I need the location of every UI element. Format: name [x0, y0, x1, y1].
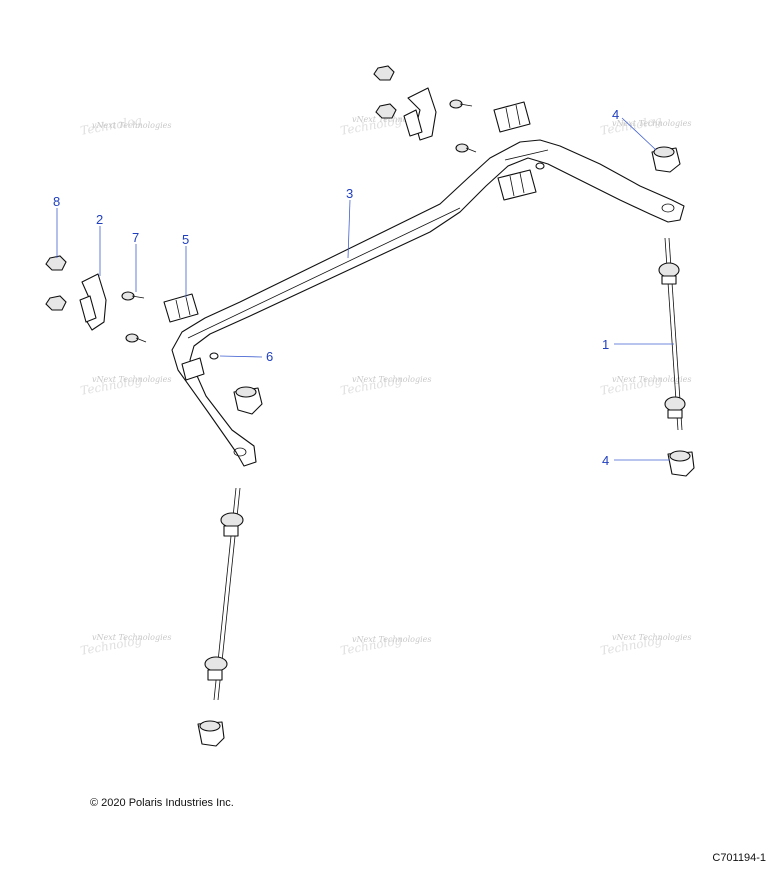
bushing-left	[163, 293, 199, 323]
end-link-left	[204, 487, 244, 701]
nut-top-b	[375, 103, 397, 119]
leader-lines	[56, 117, 674, 461]
nut-left-a	[45, 255, 67, 271]
bolt-top-b	[455, 143, 477, 153]
clip-top	[535, 162, 545, 170]
bushing-cup-center	[233, 386, 263, 415]
clamp-bracket-left	[79, 273, 107, 331]
bushing-top	[493, 101, 531, 133]
watermark: vNext Technologies	[612, 375, 691, 384]
watermark: vNext Technologies	[612, 633, 691, 642]
clamp-bracket-top	[403, 87, 437, 141]
watermark: vNext Technologies	[92, 375, 171, 384]
bushing-mounted-left	[181, 357, 205, 381]
drawing-id: C701194-1	[712, 852, 766, 864]
bolt-top-a	[449, 99, 473, 109]
watermark: vNext Technologies	[92, 633, 171, 642]
callout-8: 8	[53, 194, 60, 209]
callout-7: 7	[132, 230, 139, 245]
bushing-cup-bottom	[197, 720, 225, 747]
bolt-left-b	[125, 333, 147, 343]
bolt-left-a	[121, 291, 145, 301]
watermark: vNext Technologies	[352, 375, 431, 384]
bushing-mounted	[497, 169, 537, 201]
watermark: vNext Technologies	[352, 635, 431, 644]
stabilizer-bar	[171, 139, 685, 467]
clip	[209, 352, 219, 360]
bushing-cup-upper-right	[651, 146, 681, 173]
bushing-cup-right	[667, 450, 695, 477]
callout-1: 1	[602, 337, 609, 352]
nut-left-b	[45, 295, 67, 311]
callout-6: 6	[266, 349, 273, 364]
callout-4-upper: 4	[612, 107, 619, 122]
callout-4-lower: 4	[602, 453, 609, 468]
watermark-group: Technolog vNext Technologies Technolog v…	[79, 113, 691, 658]
watermark: vNext Technologies	[92, 121, 171, 130]
copyright-notice: © 2020 Polaris Industries Inc.	[90, 797, 234, 809]
callout-3: 3	[346, 186, 353, 201]
callout-2: 2	[96, 212, 103, 227]
watermark: vNext Technologies	[612, 119, 691, 128]
watermark: vNext Technologies	[352, 115, 431, 124]
callout-labels: 8 2 7 5 3 6 1 4 4	[53, 107, 619, 468]
nut-top-a	[373, 65, 395, 81]
callout-5: 5	[182, 232, 189, 247]
end-link-right	[658, 237, 686, 431]
